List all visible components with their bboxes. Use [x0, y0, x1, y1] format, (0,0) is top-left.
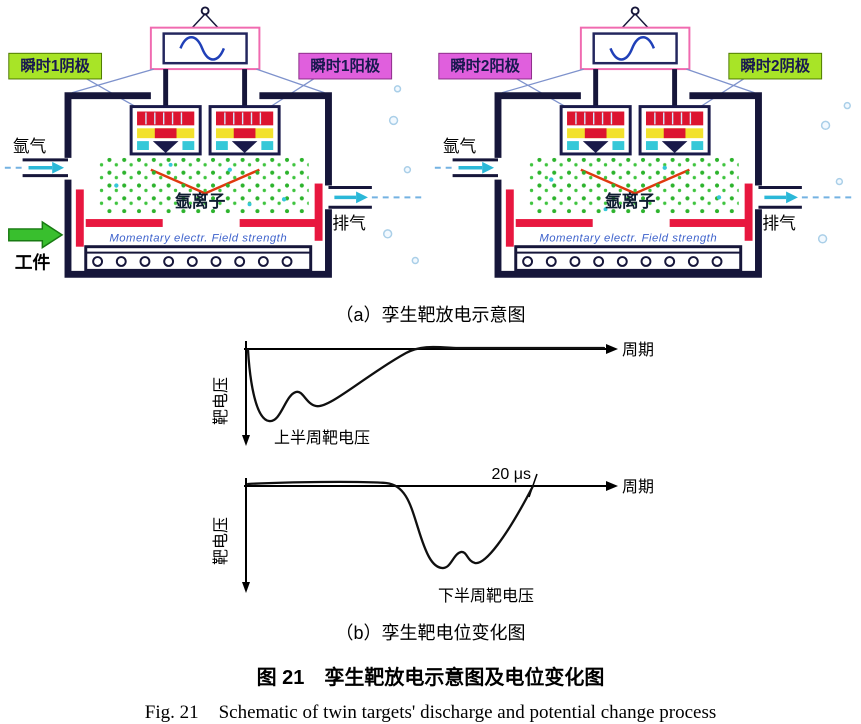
twin-target-schematic-left: 瞬时1阴极 瞬时1阳极 氩气 排气: [4, 6, 427, 278]
curve-label: 上半周靶电压: [274, 429, 370, 447]
gas-bubbles: [817, 101, 851, 244]
voltage-curve: [246, 345, 605, 423]
power-terminal: [621, 6, 649, 29]
figure-number-en: Fig. 21: [144, 702, 199, 723]
twin-target-schematic-right: 瞬时2阳极 瞬时2阴极 氩气 排气: [434, 6, 857, 278]
workpiece-arrow: 工件: [8, 220, 64, 272]
exhaust-outlet: [328, 186, 372, 209]
argon-inlet-label: 氩气: [443, 137, 477, 156]
electrode-label-text: 瞬时2阴极: [740, 57, 810, 75]
magnetron-target-right: [208, 105, 281, 156]
gas-bubbles: [382, 85, 419, 265]
argon-inlet-label: 氩气: [13, 137, 47, 156]
terminal-dot: [630, 6, 640, 16]
vacuum-chamber-wall: [494, 92, 762, 278]
exhaust-label: 排气: [332, 214, 366, 233]
voltage-waveform-upper-half: 靶电压 周期 上半周靶电压: [212, 341, 654, 447]
caption-panel-b: （b）孪生靶电位变化图: [335, 623, 526, 643]
argon-ions-label: 氩离子: [605, 191, 656, 211]
voltage-curve: [246, 480, 534, 570]
panel-a: 瞬时1阴极 瞬时1阳极 氩气 排气: [0, 2, 861, 298]
vacuum-chamber-wall: [64, 92, 332, 278]
workpiece-label: 工件: [15, 251, 51, 272]
electrode-label-text: 瞬时1阳极: [310, 57, 380, 75]
caption-panel-a: （a）孪生靶放电示意图: [335, 305, 526, 325]
electrode-label-text: 瞬时2阳极: [450, 57, 520, 75]
figure-title-en: Schematic of twin targets' discharge and…: [218, 702, 717, 723]
argon-ions-label: 氩离子: [175, 191, 226, 211]
magnetron-target-right: [638, 105, 711, 156]
curve-label: 下半周靶电压: [438, 587, 534, 605]
exhaust-label: 排气: [762, 214, 796, 233]
electrode-label-text: 瞬时1阴极: [20, 57, 90, 75]
argon-inlet: [452, 158, 498, 178]
argon-plasma: [529, 157, 739, 214]
ac-power-supply: [149, 26, 261, 71]
anode-shields: [505, 183, 753, 247]
argon-plasma: [99, 157, 309, 214]
sine-wave-icon: [609, 36, 656, 61]
x-axis-label: 周期: [622, 341, 654, 359]
y-axis-label: 靶电压: [212, 377, 230, 425]
ac-power-supply: [579, 26, 691, 71]
electrode-label-cathode: 瞬时1阴极: [8, 52, 103, 80]
plasma-sparks: [549, 165, 722, 212]
y-axis-label: 靶电压: [212, 517, 230, 565]
x-axis-label: 周期: [622, 478, 654, 496]
exhaust-outlet: [758, 186, 802, 209]
plasma-sparks: [114, 162, 287, 207]
electrode-label-anode: 瞬时2阳极: [438, 52, 533, 80]
argon-inlet: [22, 158, 68, 178]
axes: [241, 478, 618, 593]
terminal-dot: [200, 6, 210, 16]
figure-number-zh: 图 21: [256, 667, 305, 689]
anode-shields: [75, 183, 323, 247]
voltage-waveform-lower-half: 靶电压 周期 20 μs 下半周靶电压: [212, 466, 654, 605]
figure-caption-en: Fig. 21 Schematic of twin targets' discha…: [0, 702, 861, 724]
substrate-conveyor: [514, 245, 743, 272]
field-strength-text: Momentary electr. Field strength: [539, 233, 717, 245]
panel-b: 靶电压 周期 上半周靶电压 靶电压 周期 20 μs 下半周靶电压: [206, 331, 656, 616]
field-strength-text: Momentary electr. Field strength: [109, 233, 287, 245]
power-terminal: [191, 6, 219, 29]
sine-wave-icon: [179, 36, 226, 61]
electrode-label-anode: 瞬时1阳极: [298, 52, 393, 80]
magnetron-target-left: [559, 105, 632, 156]
figure-title-zh: 孪生靶放电示意图及电位变化图: [324, 667, 605, 689]
substrate-conveyor: [84, 245, 313, 272]
magnetron-target-left: [129, 105, 202, 156]
figure-caption-zh: 图 21 孪生靶放电示意图及电位变化图: [0, 661, 861, 690]
electrode-label-cathode: 瞬时2阴极: [728, 52, 823, 80]
period-annotation: 20 μs: [491, 466, 530, 483]
